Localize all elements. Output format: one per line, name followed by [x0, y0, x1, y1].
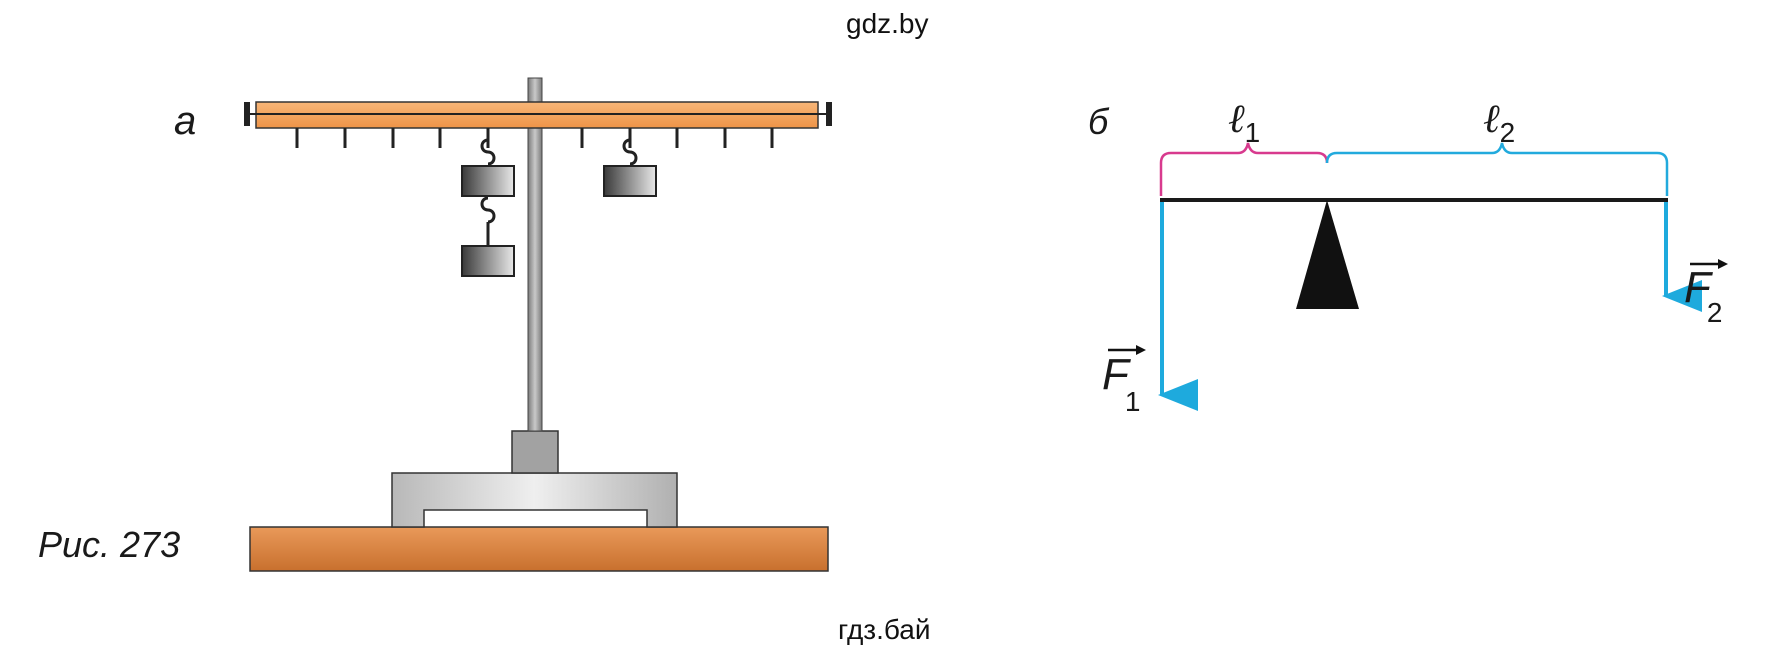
stand-base-board — [249, 526, 829, 572]
vector-mark-f1 — [1108, 345, 1146, 355]
label-f1-symbol: F — [1102, 350, 1129, 399]
fulcrum-triangle — [1296, 200, 1359, 309]
vector-mark-f2 — [1690, 259, 1728, 269]
label-f2-sub: 2 — [1706, 297, 1723, 328]
panel-a-label: а — [174, 99, 197, 143]
label-l1: ℓ1 — [1228, 95, 1260, 148]
label-f1-sub: 1 — [1124, 386, 1141, 417]
weight-right — [603, 138, 657, 197]
label-f1: F1 — [1102, 350, 1144, 417]
lever-bar — [244, 101, 832, 129]
lever-hooks — [295, 128, 774, 148]
watermark-bottom: гдз.бай — [838, 614, 931, 645]
label-l1-sub: 1 — [1244, 117, 1261, 148]
brace-l2 — [1325, 142, 1669, 196]
weight-left-upper — [461, 138, 515, 197]
panel-b-label: б — [1088, 101, 1109, 142]
label-l1-symbol: ℓ — [1228, 96, 1245, 142]
stand-clamp — [511, 430, 559, 474]
label-f2-symbol: F — [1684, 263, 1711, 312]
panel-b-lever-scheme — [1108, 142, 1728, 411]
watermark-top: gdz.by — [846, 8, 929, 39]
figure-caption: Рис. 273 — [38, 524, 181, 565]
panel-a-lever-stand — [244, 77, 832, 572]
label-f2: F2 — [1684, 263, 1726, 328]
label-l2-symbol: ℓ — [1483, 96, 1500, 142]
stand-rod — [527, 77, 543, 432]
stand-foot — [391, 472, 678, 528]
brace-l1 — [1159, 142, 1329, 196]
label-l2: ℓ2 — [1483, 95, 1515, 148]
weight-left-lower — [461, 196, 515, 277]
label-l2-sub: 2 — [1499, 117, 1516, 148]
